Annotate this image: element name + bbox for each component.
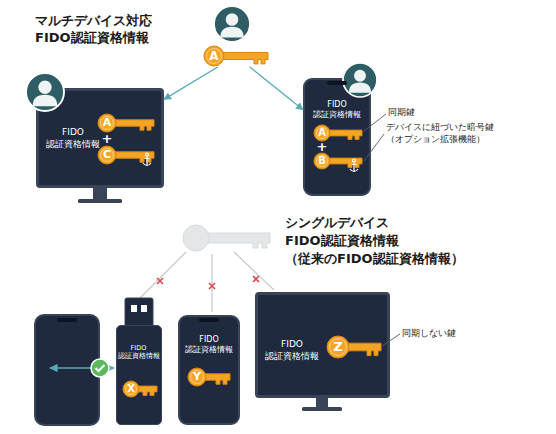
- credential-key: A: [97, 113, 155, 133]
- key-head: [98, 114, 116, 132]
- blocked-line: [140, 252, 186, 298]
- phone-device: [35, 315, 99, 425]
- key-letter: X: [122, 380, 140, 398]
- phone-notch: [199, 318, 219, 322]
- monitor-base: [78, 199, 122, 203]
- key-head: [314, 125, 330, 141]
- monitor-screen: FIDO 認証資格情報 Z: [255, 292, 390, 398]
- check-badge: [91, 359, 109, 377]
- key-head: [314, 153, 330, 169]
- cross-mark: [157, 278, 163, 284]
- key-letter: B: [313, 152, 331, 170]
- key-letter: Z: [326, 335, 350, 359]
- anchor-symbol: [143, 153, 151, 166]
- key-shaft: [328, 158, 362, 167]
- key-letter: A: [313, 124, 331, 142]
- phone-notch: [327, 81, 347, 85]
- anchor-symbol: [350, 159, 358, 172]
- cross-mark: [253, 276, 259, 282]
- user-icon: [343, 63, 377, 97]
- phone-notch: [57, 318, 77, 322]
- key-head: [123, 381, 139, 397]
- monitor-base: [302, 407, 342, 411]
- monitor-screen: FIDO 認証資格情報AC: [36, 88, 164, 188]
- key-shaft: [137, 386, 157, 395]
- key-shaft: [328, 130, 362, 139]
- check-mark: [96, 365, 105, 371]
- credential-key: A: [203, 45, 269, 67]
- credential-key: B: [313, 152, 363, 170]
- callout-text: 同期しない鍵: [402, 327, 482, 339]
- callout-text: デバイスに紐づいた暗号鍵 （オプション拡張機能）: [386, 121, 516, 145]
- device-label: FIDO 認証資格情報: [309, 100, 365, 121]
- credential-key: Y: [187, 367, 231, 387]
- credential-key: A: [313, 124, 363, 142]
- faded-key-head: [183, 225, 209, 251]
- credential-key: X: [122, 380, 158, 398]
- key-shaft: [114, 152, 154, 162]
- key-head: [188, 368, 206, 386]
- blocked-line: [234, 252, 274, 290]
- device-label: FIDO 認証資格情報: [117, 344, 160, 361]
- device-label: FIDO 認証資格情報: [264, 339, 320, 362]
- leader-line: [364, 114, 386, 131]
- credential-key: Z: [326, 335, 382, 359]
- leader-line: [382, 334, 400, 346]
- device-label: FIDO 認証資格情報: [45, 127, 101, 150]
- usb-connector: [125, 298, 153, 327]
- key-letter: A: [97, 113, 117, 133]
- key-head: [204, 46, 224, 66]
- security-key-device: FIDO 認証資格情報 X: [116, 325, 162, 425]
- key-shaft: [204, 374, 230, 384]
- cross-mark: [209, 283, 215, 289]
- sync-connector: [164, 67, 218, 99]
- key-letter: A: [203, 45, 225, 67]
- link-arrow: [50, 367, 114, 368]
- key-shaft: [347, 343, 381, 355]
- leader-line: [364, 134, 384, 161]
- callout-text: 同期鍵: [388, 106, 448, 118]
- phone-device: FIDO 認証資格情報 Y: [178, 315, 240, 425]
- key-letter: C: [97, 145, 117, 165]
- key-shaft: [222, 52, 268, 63]
- user-icon: [214, 6, 250, 42]
- monitor-stand: [93, 188, 107, 200]
- monitor-stand: [316, 398, 328, 408]
- key-head: [327, 336, 349, 358]
- section-heading: マルチデバイス対応 FIDO認証資格情報: [35, 12, 170, 46]
- device-label: FIDO 認証資格情報: [184, 335, 234, 356]
- credential-key: C: [97, 145, 155, 165]
- section-heading: シングルデバイス FIDO認証資格情報 （従来のFIDO認証資格情報）: [285, 214, 490, 268]
- key-letter: Y: [187, 367, 207, 387]
- blocked-line: [211, 254, 212, 312]
- usb-contact: [131, 305, 137, 312]
- key-shaft: [114, 120, 154, 130]
- usb-contact: [141, 305, 147, 312]
- user-icon: [26, 73, 64, 111]
- faded-key-shaft: [205, 233, 270, 248]
- sync-connector: [250, 67, 303, 110]
- phone-device: FIDO 認証資格情報 AB: [303, 78, 371, 196]
- key-head: [98, 146, 116, 164]
